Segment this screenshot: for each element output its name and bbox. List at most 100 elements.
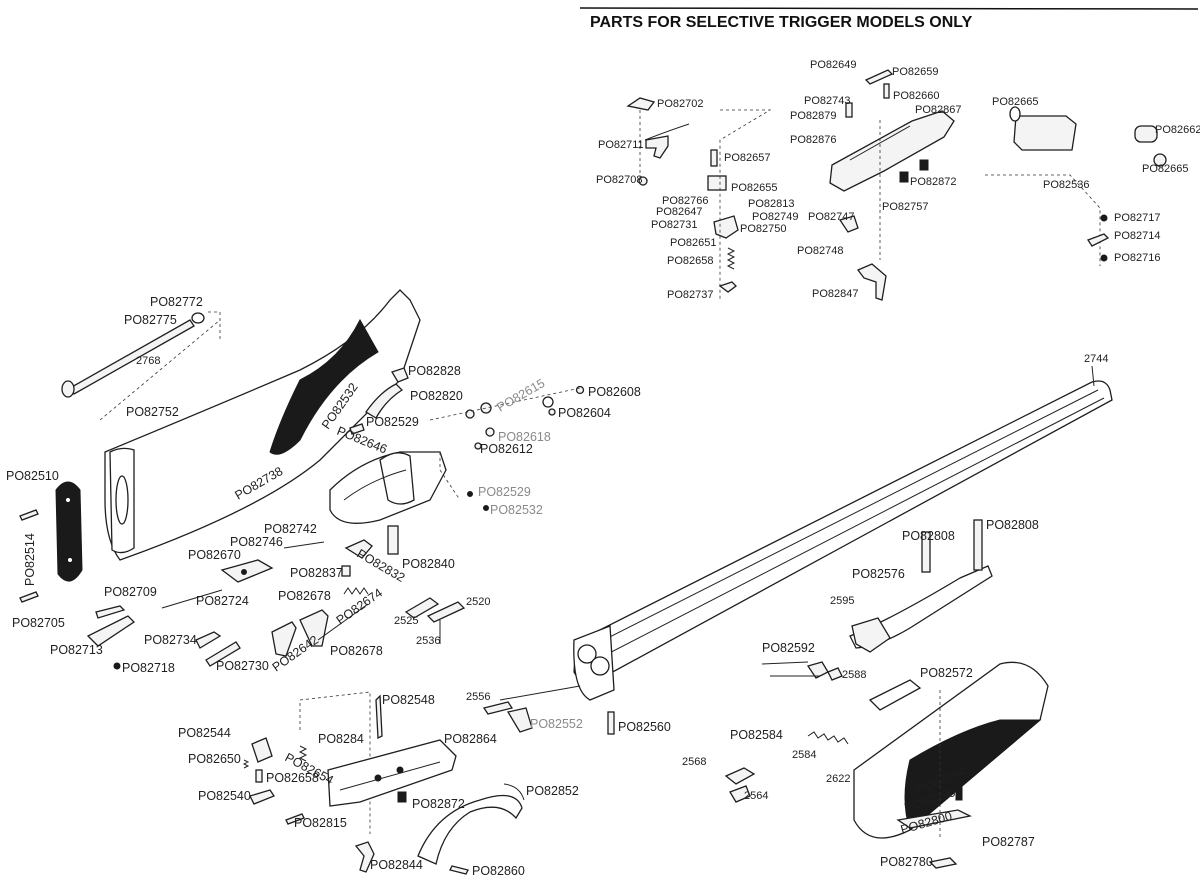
label-PO82647: PO82647 — [656, 206, 702, 218]
part-PO82544 — [251, 737, 273, 763]
label-PO82657: PO82657 — [724, 152, 770, 164]
label-PO8284: PO8284 — [318, 732, 364, 746]
part-PO82737 — [718, 281, 737, 293]
part-PO82711 — [645, 135, 669, 159]
part-PO82775-washer — [191, 312, 205, 324]
label-PO82852: PO82852 — [526, 784, 579, 798]
label-PO82552: PO82552 — [530, 717, 583, 731]
part-PO82828 — [391, 367, 409, 383]
label-PO82860: PO82860 — [472, 864, 525, 878]
label-PO82714: PO82714 — [1114, 230, 1160, 242]
part-PO82662 — [1134, 125, 1158, 143]
label-PO82749: PO82749 — [752, 211, 798, 223]
label-PO82560: PO82560 — [618, 720, 671, 734]
label-PO82665-a: PO82665 — [992, 96, 1038, 108]
selective-trigger-parts — [626, 69, 1167, 301]
label-PO82655: PO82655 — [731, 182, 777, 194]
label-2536: 2536 — [416, 635, 440, 647]
label-PO82584: PO82584 — [730, 728, 783, 742]
label-PO82548: PO82548 — [382, 693, 435, 707]
part-PO82718 — [113, 662, 121, 670]
part-PO82650 — [242, 759, 250, 769]
label-PO82872: PO82872 — [910, 176, 956, 188]
label-2568: 2568 — [682, 756, 706, 768]
label-PO82748: PO82748 — [797, 245, 843, 257]
label-PO82743: PO82743 — [804, 95, 850, 107]
label-PO82730: PO82730 — [216, 659, 269, 673]
part-PO82713 — [86, 615, 136, 647]
label-PO82705: PO82705 — [12, 616, 65, 630]
label-PO82808-b: PO82808 — [986, 518, 1039, 532]
label-PO82618: PO82618 — [498, 430, 551, 444]
part-PO82615 — [542, 396, 554, 408]
part-PO82514-screw-b — [19, 591, 39, 603]
part-2520 — [426, 601, 466, 623]
label-PO82650: PO82650 — [188, 752, 241, 766]
part-PO82709 — [95, 605, 126, 619]
title-rule — [579, 7, 1199, 10]
label-PO82576: PO82576 — [852, 567, 905, 581]
label-PO82737: PO82737 — [667, 289, 713, 301]
part-2556 — [482, 701, 514, 715]
label-PO82879: PO82879 — [790, 110, 836, 122]
label-PO82724: PO82724 — [196, 594, 249, 608]
label-PO82840: PO82840 — [402, 557, 455, 571]
label-PO82872: PO82872 — [412, 797, 465, 811]
label-PO82780: PO82780 — [880, 855, 933, 869]
part-PO82649 — [864, 69, 894, 85]
label-PO82604: PO82604 — [558, 406, 611, 420]
label-PO82529-b: PO82529 — [478, 485, 531, 499]
part-PO82840 — [387, 525, 399, 555]
part-PO82572 — [868, 679, 922, 711]
part-PO82847-trigger — [856, 263, 887, 301]
part-PO82864-trigger-plate — [327, 739, 457, 807]
forend-checkering — [904, 719, 1042, 831]
part-PO82716 — [1100, 254, 1108, 262]
label-2622: 2622 — [826, 773, 850, 785]
label-PO82742: PO82742 — [264, 522, 317, 536]
label-PO82876: PO82876 — [790, 134, 836, 146]
part-PO82717 — [1100, 214, 1108, 222]
label-PO82757: PO82757 — [882, 201, 928, 213]
barrel-forend-assembly — [482, 365, 1113, 869]
label-PO82678-b: PO82678 — [330, 644, 383, 658]
barrel-forend-labels: 2744 PO82808 PO82808 PO82576 2595 PO8259… — [466, 353, 1108, 869]
part-PO82510-recoil-pad — [55, 481, 83, 582]
part-2588 — [827, 667, 843, 681]
label-PO82750: PO82750 — [740, 223, 786, 235]
label-PO82746: PO82746 — [230, 535, 283, 549]
part-PO82670 — [220, 559, 274, 583]
label-PO82615: PO82615 — [495, 376, 548, 415]
part-PO82820 — [365, 383, 404, 419]
label-2564: 2564 — [744, 790, 768, 802]
label-2588: 2588 — [842, 669, 866, 681]
label-PO82752: PO82752 — [126, 405, 179, 419]
label-PO82709: PO82709 — [104, 585, 157, 599]
stock-assembly — [19, 289, 466, 670]
part-PO82642 — [271, 621, 297, 657]
label-PO82766: PO82766 — [662, 195, 708, 207]
label-PO82670: PO82670 — [188, 548, 241, 562]
part-PO82655 — [707, 175, 727, 191]
label-PO82711: PO82711 — [598, 139, 644, 151]
trigger-group-labels: PO82548 PO82544 PO82650 PO82658 PO82540 … — [178, 693, 579, 878]
part-PO82514-screw-a — [19, 509, 39, 521]
part-PO82702 — [626, 97, 656, 111]
part-PO82560 — [607, 711, 615, 735]
label-PO82660: PO82660 — [893, 90, 939, 102]
part-PO82657 — [710, 149, 718, 167]
label-PO82540: PO82540 — [198, 789, 251, 803]
part-PO82794 — [955, 785, 963, 801]
part-2595 — [851, 617, 891, 653]
part-PO82604 — [548, 408, 556, 416]
part-PO82808-b — [973, 519, 983, 571]
label-2595: 2595 — [830, 595, 854, 607]
part-PO82747 — [838, 215, 859, 233]
part-2568 — [724, 767, 756, 785]
part-PO82708 — [638, 176, 648, 186]
label-PO82665-b: PO82665 — [1142, 163, 1188, 175]
label-PO82844: PO82844 — [370, 858, 423, 872]
part-PO82872-screw — [899, 171, 909, 183]
label-PO82813: PO82813 — [748, 198, 794, 210]
label-PO82808-a: PO82808 — [902, 529, 955, 543]
